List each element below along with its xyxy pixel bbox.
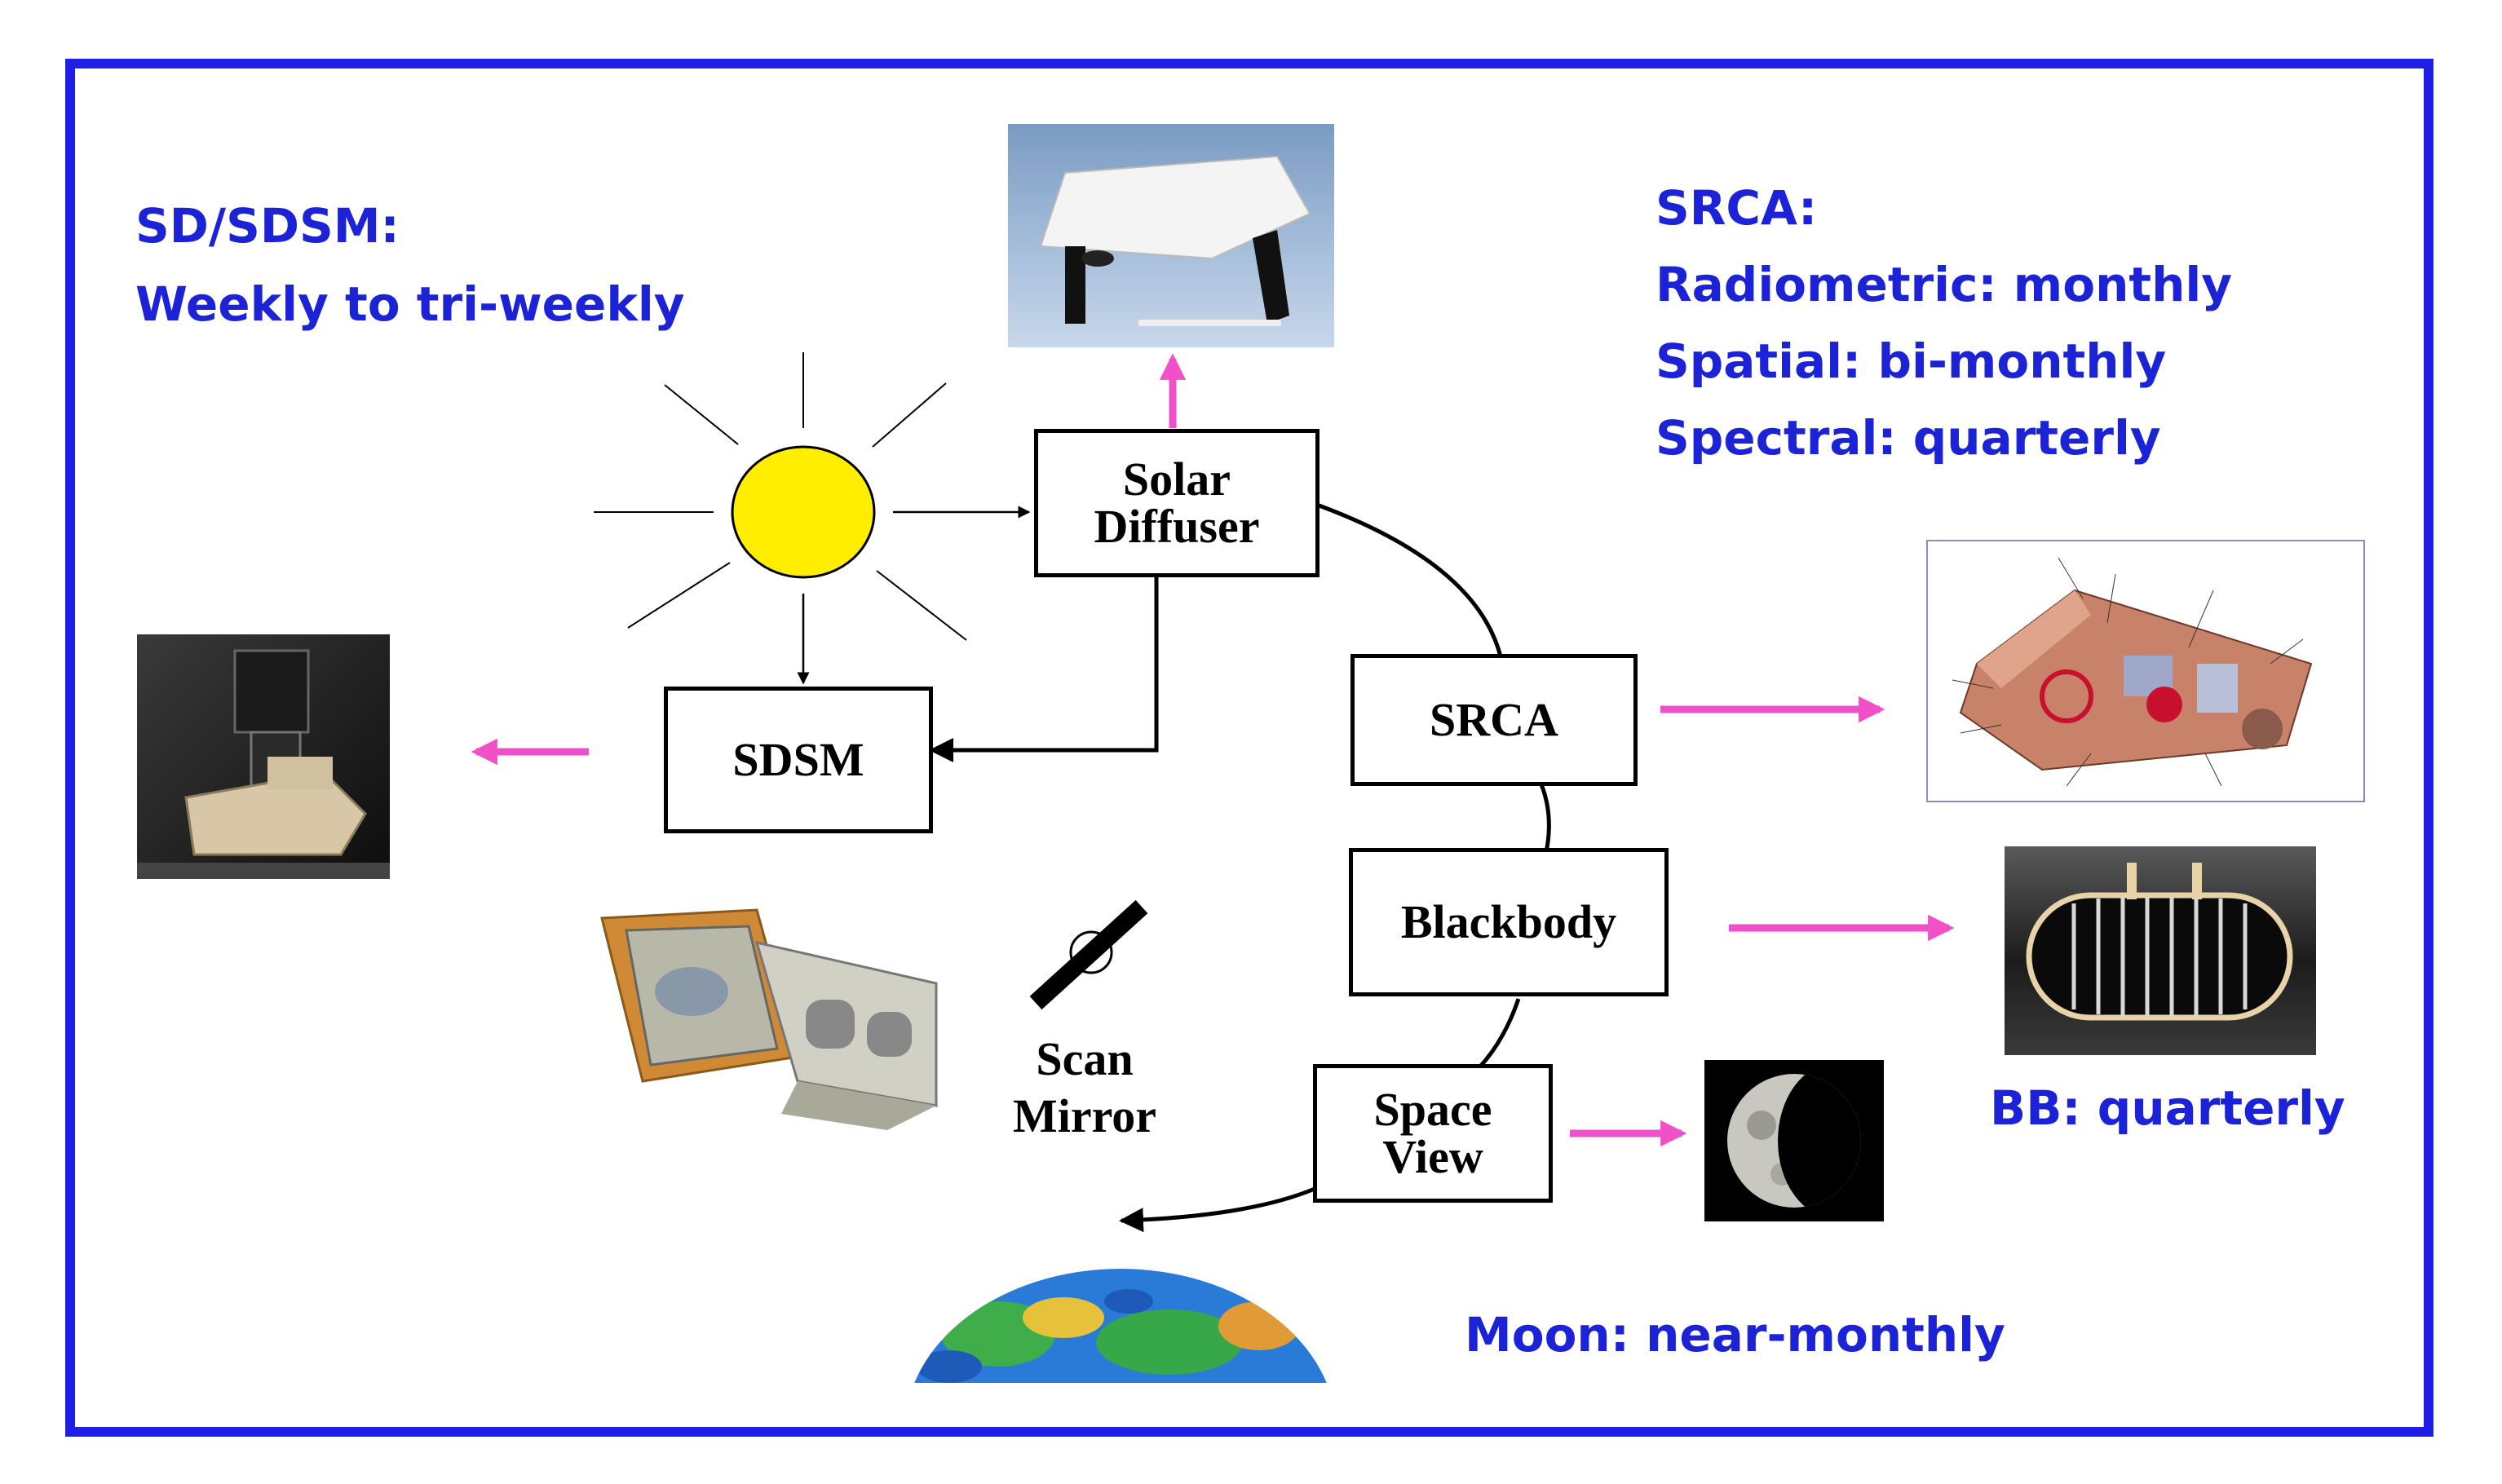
blackbody-box: Blackbody <box>1349 848 1669 996</box>
sun-icon <box>594 352 967 641</box>
solar-diffuser-photo <box>1008 124 1334 347</box>
scan-mirror-label: Scan Mirror <box>1012 1032 1157 1142</box>
scan-arc-segment-1 <box>1314 501 1503 657</box>
space-view-box: Space View <box>1313 1064 1553 1203</box>
space-view-label: Space View <box>1373 1083 1492 1183</box>
srca-spectral: Spectral: quarterly <box>1655 410 2161 466</box>
modis-instrument-photo <box>594 894 953 1130</box>
sd-sdsm-title: SD/SDSM: <box>135 198 400 254</box>
solar-diffuser-label: Solar Diffuser <box>1094 453 1260 553</box>
blackbody-photo <box>2005 846 2316 1055</box>
sdsm-photo <box>137 634 390 879</box>
earth-image <box>900 1269 1341 1383</box>
srca-label: SRCA <box>1430 693 1558 746</box>
scan-to-earth-arrow <box>1119 1186 1315 1233</box>
sd-sdsm-frequency: Weekly to tri-weekly <box>135 276 685 332</box>
srca-title: SRCA: <box>1655 180 1818 236</box>
scan-arc-segment-2 <box>1539 784 1551 853</box>
sdsm-box: SDSM <box>664 687 933 833</box>
diagram-frame <box>65 59 2433 1437</box>
scan-arc-segment-3 <box>1479 998 1521 1068</box>
solar-diffuser-box: Solar Diffuser <box>1034 429 1320 577</box>
sdsm-label: SDSM <box>732 733 864 786</box>
moon-photo <box>1704 1060 1884 1221</box>
bb-frequency: BB: quarterly <box>1990 1080 2345 1136</box>
scan-mirror-icon <box>1029 899 1148 1010</box>
blackbody-label: Blackbody <box>1400 895 1617 948</box>
srca-spatial: Spatial: bi-monthly <box>1655 333 2167 389</box>
srca-radiometric: Radiometric: monthly <box>1655 257 2233 312</box>
solar-diffuser-to-sdsm-arrow <box>929 577 1159 762</box>
moon-frequency: Moon: near-monthly <box>1465 1307 2005 1363</box>
srca-schematic-photo <box>1926 540 2365 802</box>
srca-box: SRCA <box>1350 654 1638 786</box>
